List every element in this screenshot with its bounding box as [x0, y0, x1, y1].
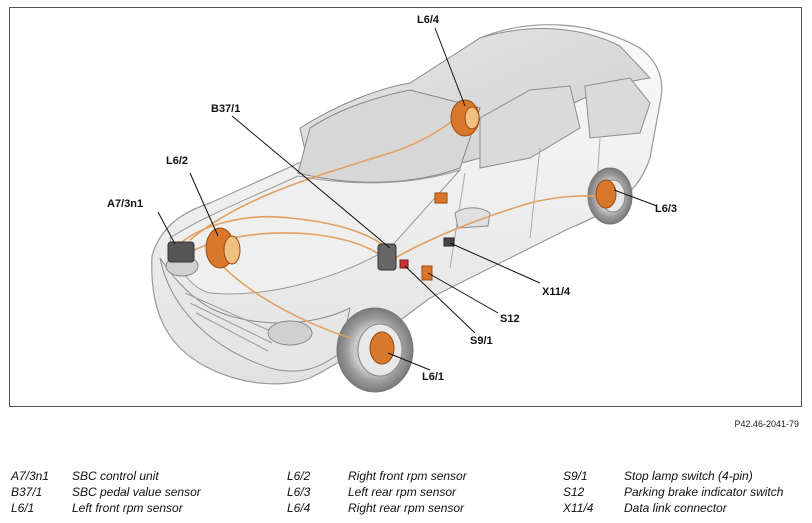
legend-code: S12 [563, 485, 585, 499]
legend-code: L6/4 [287, 501, 311, 515]
leader-A7_3n1 [157, 211, 176, 245]
front-side-window [479, 85, 581, 169]
hood [169, 168, 462, 295]
callout-S12: S12 [500, 313, 520, 325]
callout-S9_1: S9/1 [470, 335, 493, 347]
windshield [297, 89, 481, 183]
legend-code: L6/1 [11, 501, 35, 515]
legend-desc: SBC pedal value sensor [72, 485, 201, 499]
right-rear-disc [464, 106, 480, 130]
pedal-value-sensor [377, 243, 397, 271]
legend-desc: Parking brake indicator switch [624, 485, 784, 499]
callout-L6_3: L6/3 [655, 203, 678, 215]
leader-L6_4 [434, 27, 466, 107]
callout-A7_3n1: A7/3n1 [107, 198, 144, 210]
leader-L6_2 [189, 172, 219, 237]
left-rear-sensor [595, 179, 617, 209]
connector-block [434, 192, 448, 204]
leader-L6_1 [387, 352, 431, 371]
left-front-sensor [369, 331, 395, 365]
side-mirror [454, 207, 491, 229]
legend-desc: Data link connector [624, 501, 727, 515]
leader-L6_3 [613, 189, 658, 207]
sbc-control-unit [167, 241, 195, 263]
car-illustration [151, 24, 663, 393]
leader-S12 [427, 272, 499, 314]
legend-code: S9/1 [563, 469, 588, 483]
legend-desc: Left rear rpm sensor [348, 485, 457, 499]
legend-code: A7/3n1 [11, 469, 50, 483]
callout-L6_2: L6/2 [166, 155, 189, 167]
brake-line-to-rear-left [394, 195, 611, 259]
car-body [151, 24, 663, 385]
legend-desc: Right front rpm sensor [348, 469, 467, 483]
legend-code: X11/4 [563, 501, 594, 515]
diagram-frame: L6/4 B37/1 L6/2 A7/3n1 L6/3 X11/4 S12 S9… [9, 7, 802, 407]
legend-code: L6/3 [287, 485, 311, 499]
callout-L6_4: L6/4 [417, 14, 440, 26]
legend-desc: SBC control unit [72, 469, 159, 483]
legend-code: B37/1 [11, 485, 43, 499]
right-headlight [267, 320, 313, 346]
legend-code: L6/2 [287, 469, 311, 483]
leader-lines [157, 27, 658, 371]
leader-S9_1 [404, 265, 476, 334]
brake-lines [174, 102, 611, 339]
legend-desc: Stop lamp switch (4-pin) [624, 469, 753, 483]
right-front-disc [223, 235, 241, 265]
callout-L6_1: L6/1 [422, 371, 445, 383]
stop-lamp-switch [399, 259, 409, 269]
legend-desc: Left front rpm sensor [72, 501, 183, 515]
grille-lines [184, 292, 276, 352]
brake-line-to-rear-right [189, 102, 471, 241]
leader-X11_4 [449, 242, 541, 284]
legend-desc: Right rear rpm sensor [348, 501, 465, 515]
parking-brake-switch [421, 265, 433, 281]
leader-B37_1 [231, 115, 391, 249]
callout-B37_1: B37/1 [211, 103, 241, 115]
components [167, 99, 617, 365]
figure-reference: P42.46-2041-79 [734, 419, 799, 429]
rear-side-window [584, 77, 651, 139]
callout-X11_4: X11/4 [542, 286, 571, 298]
data-link-connector [443, 237, 455, 247]
